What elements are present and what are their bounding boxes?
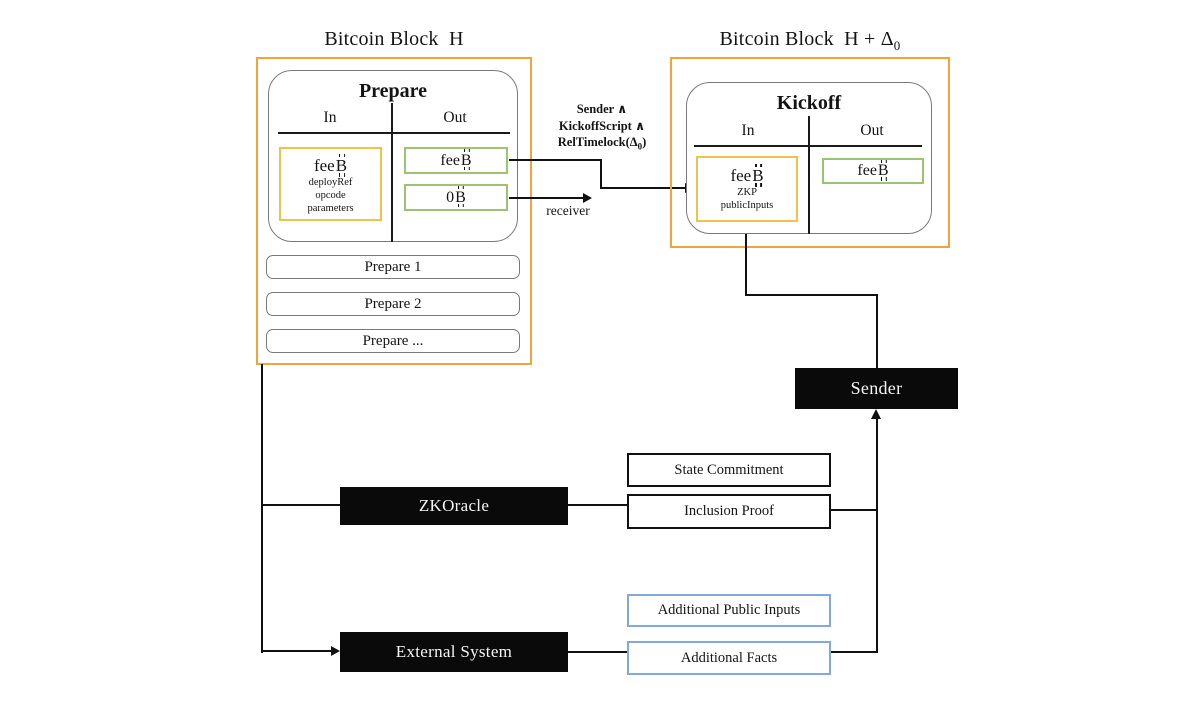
arrowhead-receiver	[583, 193, 592, 203]
bitcoin-symbol: B	[877, 159, 889, 181]
state-commitment-box: State Commitment	[627, 453, 831, 487]
additional-public-inputs-box: Additional Public Inputs	[627, 594, 831, 627]
arrowhead-into-external-system	[331, 646, 340, 656]
prepare-2-box: Prepare 2	[266, 292, 520, 316]
prepare-input-detail: deployRef	[308, 177, 353, 188]
prepare-inout-divider-horizontal	[278, 132, 510, 134]
bitcoin-symbol: B	[335, 153, 348, 177]
arrowhead-into-sender	[871, 409, 881, 419]
prepare-1-box: Prepare 1	[266, 255, 520, 279]
receiver-label: receiver	[546, 203, 590, 218]
kickoff-in-column-label: In	[741, 122, 755, 139]
sender-node: Sender	[795, 368, 958, 409]
spend-condition-label: Sender ∧ KickoffScript ∧ RelTimelock(Δ0)	[557, 102, 647, 152]
edge-prepare-to-zkoracle	[261, 504, 340, 506]
prepare-etc-box: Prepare ...	[266, 329, 520, 353]
kickoff-input-detail: ZKP	[737, 187, 757, 198]
kickoff-out-column-label: Out	[860, 122, 884, 139]
edge-fee-to-kickoff-seg1	[509, 159, 602, 161]
prepare-in-column-label: In	[323, 109, 337, 126]
prepare-input-detail: opcode	[315, 190, 346, 201]
external-system-node: External System	[340, 632, 568, 672]
kickoff-inout-divider-vertical	[808, 116, 810, 234]
edge-right-spine	[876, 417, 878, 653]
edge-kickoff-to-sender-seg2	[745, 294, 878, 296]
kickoff-input-box: feeB ZKP publicInputs	[696, 156, 798, 222]
edge-prepare-spine	[261, 364, 263, 653]
edge-zero-to-receiver	[509, 197, 584, 199]
prepare-out-column-label: Out	[443, 109, 467, 126]
prepare-block-title: Bitcoin Block H	[324, 28, 464, 50]
kickoff-input-detail: publicInputs	[720, 200, 774, 211]
bitcoin-symbol: B	[460, 149, 472, 171]
inclusion-proof-box: Inclusion Proof	[627, 494, 831, 529]
kickoff-block-title: Bitcoin Block H + Δ0	[719, 28, 901, 53]
prepare-output-amount: fee	[440, 151, 460, 169]
edge-inclusion-proof-to-spine	[831, 509, 877, 511]
prepare-input-amount: feeB	[313, 153, 348, 177]
edge-kickoff-to-sender-seg3	[876, 294, 878, 369]
kickoff-bitcoin-block-frame	[670, 57, 950, 248]
zkoracle-node: ZKOracle	[340, 487, 568, 525]
prepare-input-detail: parameters	[307, 203, 354, 214]
edge-external-system-to-additional-facts	[568, 651, 627, 653]
kickoff-inout-divider-horizontal	[694, 145, 922, 147]
prepare-output-amount: 0	[446, 188, 455, 206]
prepare-tx-title: Prepare	[358, 80, 428, 102]
edge-fee-to-kickoff-seg2	[600, 159, 602, 189]
edge-additional-facts-to-spine	[831, 651, 878, 653]
edge-fee-to-kickoff-seg3	[600, 187, 686, 189]
edge-zkoracle-to-inclusion-proof	[568, 504, 627, 506]
kickoff-tx-title: Kickoff	[776, 92, 842, 114]
kickoff-input-amount: feeB	[730, 163, 764, 187]
edge-kickoff-to-sender-seg1	[745, 234, 747, 296]
prepare-bitcoin-block-frame	[256, 57, 532, 365]
kickoff-output-amount: fee	[857, 162, 877, 179]
edge-prepare-to-external-system	[261, 650, 332, 652]
bitcoin-symbol: B	[455, 186, 466, 208]
bitcoin-symbol: B	[752, 163, 764, 187]
additional-facts-box: Additional Facts	[627, 641, 831, 675]
prepare-input-box: feeB deployRef opcode parameters	[279, 147, 382, 221]
prepare-inout-divider-vertical	[391, 103, 393, 242]
